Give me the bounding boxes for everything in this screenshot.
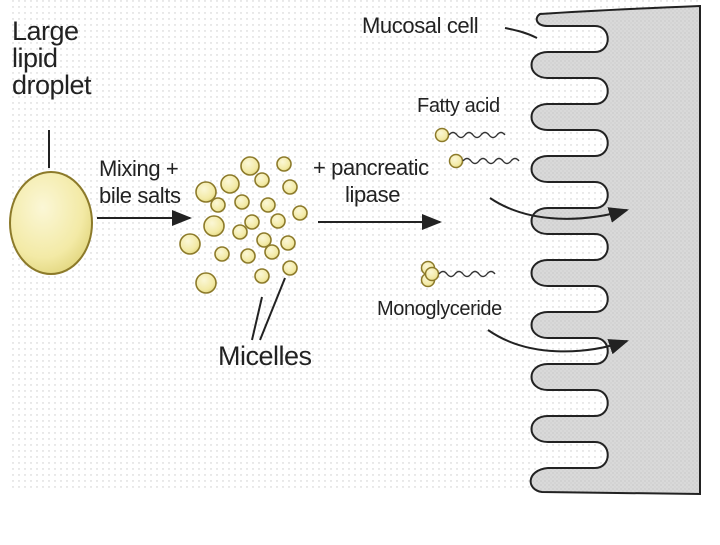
monoglyceride-molecule-icon — [420, 260, 496, 288]
micelles-leader-line — [259, 277, 286, 341]
micelles-label: Micelles — [218, 341, 312, 371]
micelle-sphere-icon — [254, 268, 270, 284]
micelle-sphere-icon — [240, 248, 256, 264]
mucosal-cell-membrane — [529, 4, 701, 496]
micelle-sphere-icon — [292, 205, 308, 221]
large-lipid-droplet-icon — [9, 171, 93, 275]
micelle-sphere-icon — [244, 214, 260, 230]
micelles-leader-line — [251, 296, 263, 341]
micelles-group — [179, 156, 308, 294]
micelle-sphere-icon — [256, 232, 272, 248]
micelle-sphere-icon — [195, 181, 217, 203]
micelle-sphere-icon — [234, 194, 250, 210]
micelle-sphere-icon — [232, 224, 248, 240]
micelle-sphere-icon — [260, 197, 276, 213]
absorption-arrow-icon — [487, 329, 629, 355]
micelle-sphere-icon — [179, 233, 201, 255]
micelle-sphere-icon — [210, 197, 226, 213]
absorption-arrow-icon — [489, 197, 629, 223]
micelle-sphere-icon — [280, 235, 296, 251]
monoglyceride-label: Monoglyceride — [377, 298, 502, 320]
micelle-sphere-icon — [214, 246, 230, 262]
micelle-sphere-icon — [240, 156, 260, 176]
micelle-sphere-icon — [254, 172, 270, 188]
mucosal-cell-leader-line — [504, 27, 538, 39]
lipase-label: + pancreatic lipase — [313, 155, 429, 207]
micelle-sphere-icon — [270, 213, 286, 229]
micelle-sphere-icon — [220, 174, 240, 194]
micelle-sphere-icon — [282, 179, 298, 195]
micelle-sphere-icon — [203, 215, 225, 237]
micelle-sphere-icon — [195, 272, 217, 294]
fatty-acid-molecule-icon — [434, 127, 506, 143]
fatty-acid-label: Fatty acid — [417, 95, 500, 117]
micelle-sphere-icon — [276, 156, 292, 172]
dotted-background — [10, 0, 700, 492]
fatty-acid-molecule-icon — [448, 153, 520, 169]
mucosal-cell-label: Mucosal cell — [362, 13, 479, 38]
lipid-droplet-label: Large lipid droplet — [12, 16, 92, 100]
micelle-sphere-icon — [264, 244, 280, 260]
micelle-sphere-icon — [282, 260, 298, 276]
mixing-label: Mixing + bile salts — [99, 156, 181, 208]
